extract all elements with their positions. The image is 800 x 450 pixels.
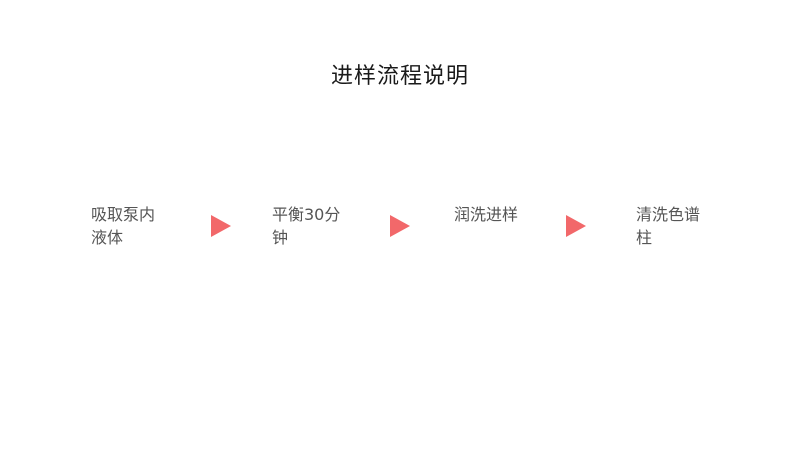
step-2-label: 平衡30分钟 (272, 205, 341, 247)
step-3-label: 润洗进样 (454, 205, 519, 224)
step-1-label: 吸取泵内液体 (91, 205, 156, 247)
triangle-right-icon (390, 215, 410, 237)
triangle-right-icon (211, 215, 231, 237)
page-title: 进样流程说明 (330, 64, 469, 89)
triangle-right-icon (566, 215, 586, 237)
step-4-label: 清洗色谱柱 (636, 205, 701, 247)
